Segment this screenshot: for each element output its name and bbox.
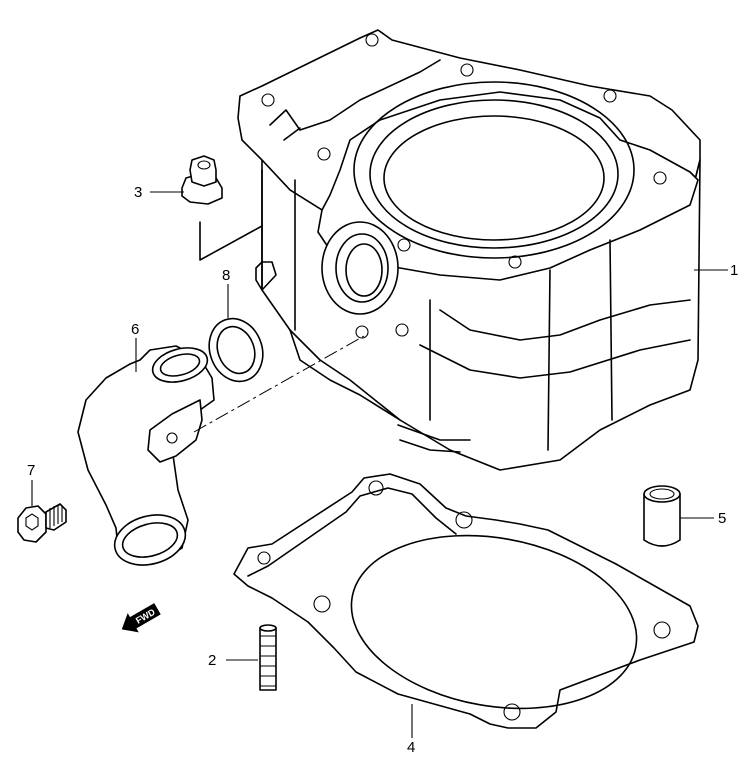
inlet-pipe-part — [77, 345, 215, 566]
callout-labels: 1 2 3 4 5 6 7 8 — [27, 184, 738, 756]
gasket-part — [233, 473, 699, 729]
callout-2: 2 — [208, 652, 216, 669]
nut-part — [181, 155, 263, 261]
bolt-part — [17, 503, 67, 543]
fwd-arrow-icon: FWD — [121, 603, 161, 633]
callout-6: 6 — [131, 321, 139, 338]
callout-5: 5 — [718, 510, 726, 527]
leader-lines — [31, 191, 728, 738]
callout-7: 7 — [27, 462, 35, 479]
callout-8: 8 — [222, 267, 230, 284]
callout-1: 1 — [730, 262, 738, 279]
o-ring-part — [208, 317, 264, 383]
callout-4: 4 — [407, 739, 415, 756]
stud-part — [259, 624, 277, 691]
callout-3: 3 — [134, 184, 142, 201]
dowel-pin-part — [643, 485, 681, 547]
cylinder-part — [237, 29, 701, 471]
assembly-centerline — [193, 335, 365, 433]
